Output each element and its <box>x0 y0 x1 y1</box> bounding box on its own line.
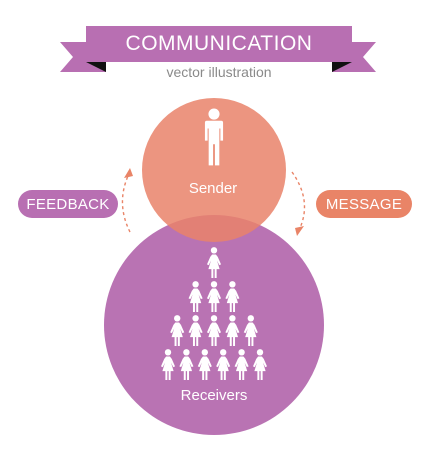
feedback-arrowhead-icon <box>124 168 133 178</box>
banner-title: COMMUNICATION <box>125 32 313 55</box>
receivers-label: Receivers <box>180 387 248 404</box>
banner-main <box>86 26 352 62</box>
sender-label: Sender <box>188 180 238 197</box>
banner-right-fold <box>332 62 352 72</box>
banner-subtitle: vector illustration <box>166 64 272 80</box>
message-arrowhead-icon <box>295 226 304 236</box>
feedback-arrow <box>121 175 131 233</box>
message-pill: MESSAGE <box>316 190 412 218</box>
feedback-pill: FEEDBACK <box>18 190 118 218</box>
sender-circle <box>142 98 286 242</box>
banner-left-fold <box>86 62 106 72</box>
message-arrow <box>291 171 306 229</box>
banner-ribbon <box>60 26 376 72</box>
